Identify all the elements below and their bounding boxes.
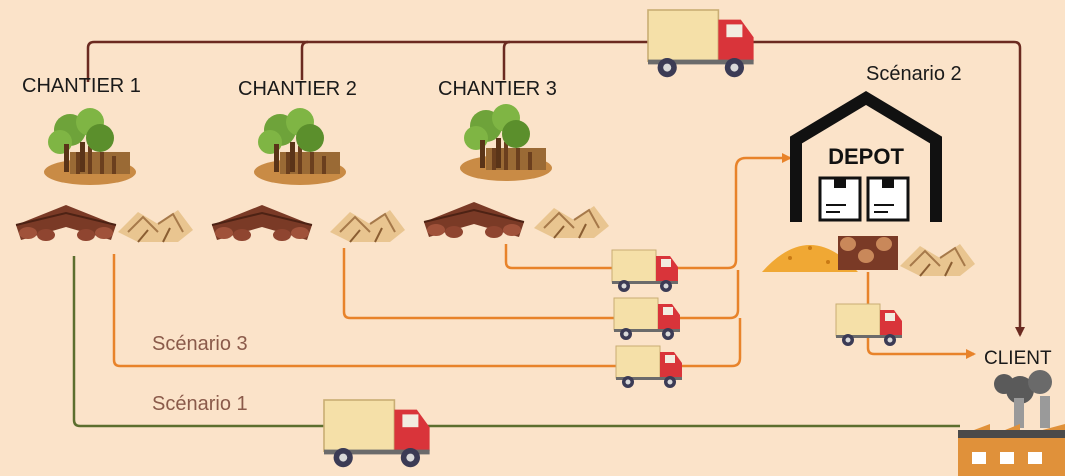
truck-icon: [323, 399, 431, 469]
truck-icon: [647, 9, 755, 79]
wood-chips-icon: [117, 209, 194, 243]
scenario-1-label: Scénario 1: [152, 393, 248, 415]
client-label: CLIENT: [984, 348, 1052, 369]
forest-icon: [44, 108, 136, 185]
forest-icon: [460, 104, 552, 181]
scenario-2-route: [86, 40, 1025, 337]
logs-icon: [423, 201, 525, 239]
scenario-2-label: Scénario 2: [866, 63, 962, 85]
scenario-3-label: Scénario 3: [152, 333, 248, 355]
logs-icon: [211, 204, 313, 242]
depot-stock-icon: [762, 236, 976, 277]
truck-icon: [611, 249, 679, 293]
logs-icon: [15, 204, 117, 242]
depot-building-icon: [790, 91, 942, 222]
wood-chips-icon: [533, 205, 610, 239]
scenario-1-route: [72, 256, 960, 428]
wood-chips-icon: [329, 209, 406, 243]
truck-icon: [615, 345, 683, 389]
scenario-3-routes: [112, 153, 976, 368]
site-label-1: CHANTIER 1: [22, 75, 141, 97]
factory-icon: [958, 370, 1065, 476]
forest-icon: [254, 108, 346, 185]
site-label-3: CHANTIER 3: [438, 78, 557, 100]
site-label-2: CHANTIER 2: [238, 78, 357, 100]
truck-icon: [613, 297, 681, 341]
depot-label: DEPOT: [828, 144, 904, 169]
